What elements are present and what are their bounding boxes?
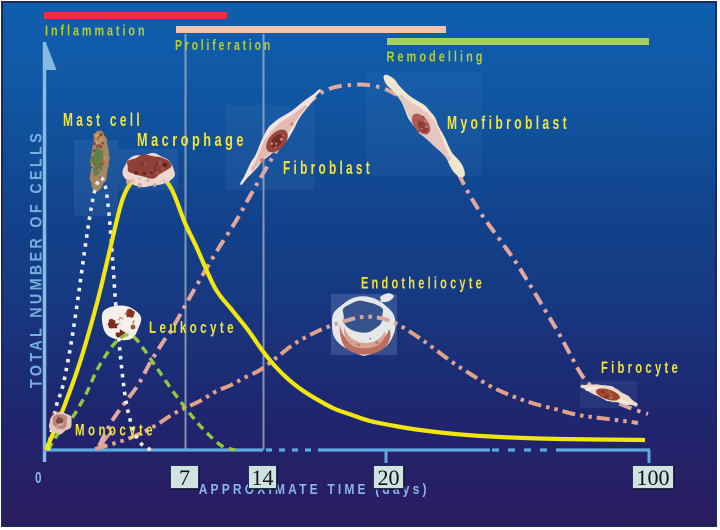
svg-text:Proliferation: Proliferation bbox=[175, 38, 273, 54]
svg-text:Inflammation: Inflammation bbox=[45, 24, 148, 40]
svg-text:Mast cell: Mast cell bbox=[63, 110, 143, 130]
svg-text:0: 0 bbox=[35, 470, 42, 487]
svg-text:Remodelling: Remodelling bbox=[387, 50, 486, 66]
svg-text:Endotheliocyte: Endotheliocyte bbox=[361, 274, 485, 293]
svg-text:Leukocyte: Leukocyte bbox=[149, 318, 237, 337]
svg-text:Fibroblast: Fibroblast bbox=[283, 158, 373, 178]
svg-text:Monocyte: Monocyte bbox=[75, 421, 156, 440]
svg-text:Macrophage: Macrophage bbox=[137, 130, 247, 150]
svg-text:Fibrocyte: Fibrocyte bbox=[601, 358, 681, 377]
svg-text:TOTAL NUMBER OF CELLS: TOTAL NUMBER OF CELLS bbox=[27, 130, 46, 388]
svg-text:Myofibroblast: Myofibroblast bbox=[447, 113, 570, 133]
